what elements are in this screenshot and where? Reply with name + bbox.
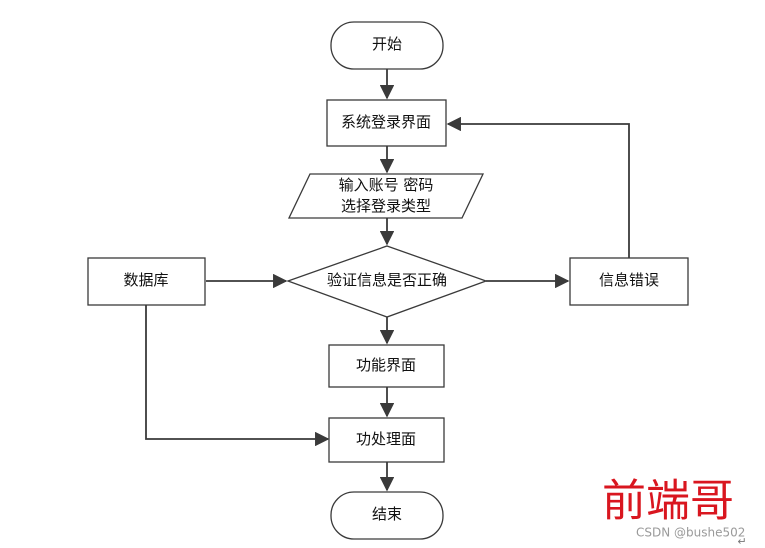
node-input-label-line1: 输入账号 密码 bbox=[339, 176, 434, 194]
node-database: 数据库 bbox=[87, 257, 206, 306]
node-start-label: 开始 bbox=[372, 35, 402, 53]
node-error: 信息错误 bbox=[569, 257, 689, 306]
node-start: 开始 bbox=[330, 21, 444, 70]
node-end: 结束 bbox=[330, 491, 444, 540]
return-mark-icon: ↵ bbox=[737, 535, 746, 548]
node-function: 功能界面 bbox=[328, 344, 445, 388]
node-validate-label: 验证信息是否正确 bbox=[327, 271, 447, 289]
node-process: 功处理面 bbox=[328, 417, 445, 463]
node-function-label: 功能界面 bbox=[356, 356, 416, 374]
edge-error-to-login bbox=[446, 116, 630, 258]
node-validate: 验证信息是否正确 bbox=[286, 245, 488, 318]
node-input-label-line2: 选择登录类型 bbox=[341, 197, 431, 215]
node-input: 输入账号 密码 选择登录类型 bbox=[287, 173, 485, 219]
node-database-label: 数据库 bbox=[123, 271, 168, 289]
node-login-label: 系统登录界面 bbox=[341, 113, 431, 131]
watermark-source: CSDN @bushe502 bbox=[636, 526, 745, 540]
watermark-brand: 前端哥 bbox=[602, 476, 734, 527]
node-process-label: 功处理面 bbox=[356, 430, 416, 448]
node-error-label: 信息错误 bbox=[599, 271, 659, 289]
edge-database-to-process bbox=[145, 305, 330, 447]
node-login: 系统登录界面 bbox=[326, 99, 447, 147]
node-end-label: 结束 bbox=[372, 505, 402, 523]
